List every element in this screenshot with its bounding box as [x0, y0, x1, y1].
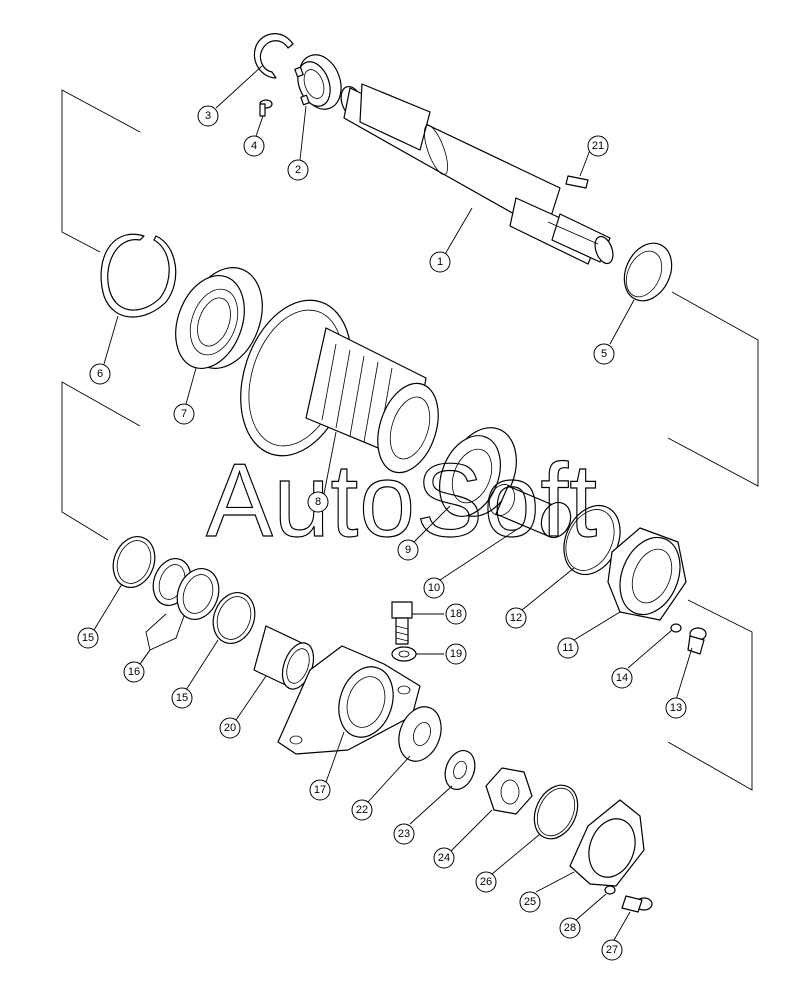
callout-15-left: 15 [77, 627, 99, 649]
callout-4: 4 [243, 135, 265, 157]
shaft-part-1 [340, 83, 614, 265]
svg-text:15: 15 [176, 692, 188, 704]
svg-text:4: 4 [251, 140, 257, 152]
callout-3: 3 [197, 105, 219, 127]
svg-text:19: 19 [450, 648, 462, 660]
watermark-text: AutoSoft [206, 443, 598, 559]
ring-part-15-left [112, 536, 156, 588]
bearing-part-9 [439, 427, 517, 517]
bolt-part-18 [391, 601, 413, 645]
svg-text:20: 20 [224, 722, 236, 734]
svg-text:23: 23 [398, 828, 410, 840]
bolt-part-13 [687, 627, 707, 655]
washer-part-14 [670, 623, 682, 633]
svg-text:21: 21 [592, 140, 604, 152]
svg-text:28: 28 [564, 922, 576, 934]
assembly-bracket-lower [61, 381, 753, 791]
svg-text:3: 3 [205, 110, 211, 122]
callout-25: 25 [519, 891, 541, 913]
bearing-part-7 [175, 267, 263, 370]
screw-part-4 [259, 99, 273, 117]
svg-text:26: 26 [480, 876, 492, 888]
callout-2: 2 [287, 159, 309, 181]
callout-21: 21 [587, 135, 609, 157]
key-part-21 [565, 175, 589, 189]
callout-13: 13 [665, 697, 687, 719]
svg-text:14: 14 [616, 672, 628, 684]
svg-text:12: 12 [510, 612, 522, 624]
callout-19: 19 [445, 643, 467, 665]
callout-23: 23 [393, 823, 415, 845]
svg-text:15: 15 [82, 632, 94, 644]
callout-28: 28 [559, 917, 581, 939]
snap-ring-part-3 [253, 33, 294, 79]
callout-12: 12 [505, 607, 527, 629]
svg-text:11: 11 [562, 642, 573, 654]
washer-part-22 [398, 706, 442, 762]
assembly-bracket-upper [61, 89, 759, 487]
svg-text:25: 25 [524, 896, 536, 908]
bushing-part-20 [253, 625, 315, 690]
washer-part-28 [604, 885, 616, 895]
svg-text:1: 1 [437, 256, 443, 268]
svg-text:5: 5 [601, 348, 607, 360]
flange-cover-part-11 [607, 527, 687, 621]
lock-washer-part-23 [444, 750, 476, 790]
svg-text:24: 24 [438, 852, 450, 864]
svg-text:10: 10 [428, 582, 440, 594]
seal-part-16 [152, 558, 220, 620]
callout-10: 10 [423, 577, 445, 599]
seal-ring-part-5 [623, 242, 673, 302]
callout-27: 27 [601, 939, 623, 961]
hex-nut-part-24 [485, 767, 533, 815]
svg-text:16: 16 [128, 666, 140, 678]
retaining-ring-part-6 [100, 233, 177, 318]
callout-14: 14 [611, 667, 633, 689]
svg-text:2: 2 [295, 164, 301, 176]
callout-24: 24 [433, 847, 455, 869]
callout-17: 17 [309, 779, 331, 801]
svg-text:7: 7 [181, 408, 187, 420]
callout-9: 9 [397, 539, 419, 561]
callout-7: 7 [173, 403, 195, 425]
callout-26: 26 [475, 871, 497, 893]
slotted-nut-part-2 [294, 54, 342, 110]
callout-1: 1 [429, 251, 451, 273]
callout-22: 22 [351, 799, 373, 821]
svg-text:8: 8 [315, 496, 321, 508]
callout-15-right: 15 [171, 687, 193, 709]
ring-part-15-right [212, 592, 256, 644]
callout-8: 8 [307, 491, 329, 513]
svg-text:27: 27 [606, 944, 618, 956]
end-cover-part-25 [569, 799, 645, 887]
svg-text:18: 18 [450, 608, 462, 620]
callout-11: 11 [557, 637, 579, 659]
svg-text:13: 13 [670, 702, 682, 714]
callout-18: 18 [445, 603, 467, 625]
svg-text:6: 6 [97, 368, 103, 380]
washer-part-19 [391, 646, 417, 662]
callout-6: 6 [89, 363, 111, 385]
o-ring-part-26 [533, 784, 579, 840]
housing-part-17 [277, 645, 421, 755]
callout-5: 5 [593, 343, 615, 365]
svg-text:9: 9 [405, 544, 411, 556]
bolt-part-27 [621, 895, 653, 913]
callout-16: 16 [123, 661, 145, 683]
svg-text:22: 22 [356, 804, 368, 816]
svg-text:17: 17 [314, 784, 326, 796]
callout-20: 20 [219, 717, 241, 739]
sleeve-part-10 [488, 484, 572, 539]
leader-lines [93, 65, 693, 941]
splined-hub-part-8 [240, 299, 439, 474]
